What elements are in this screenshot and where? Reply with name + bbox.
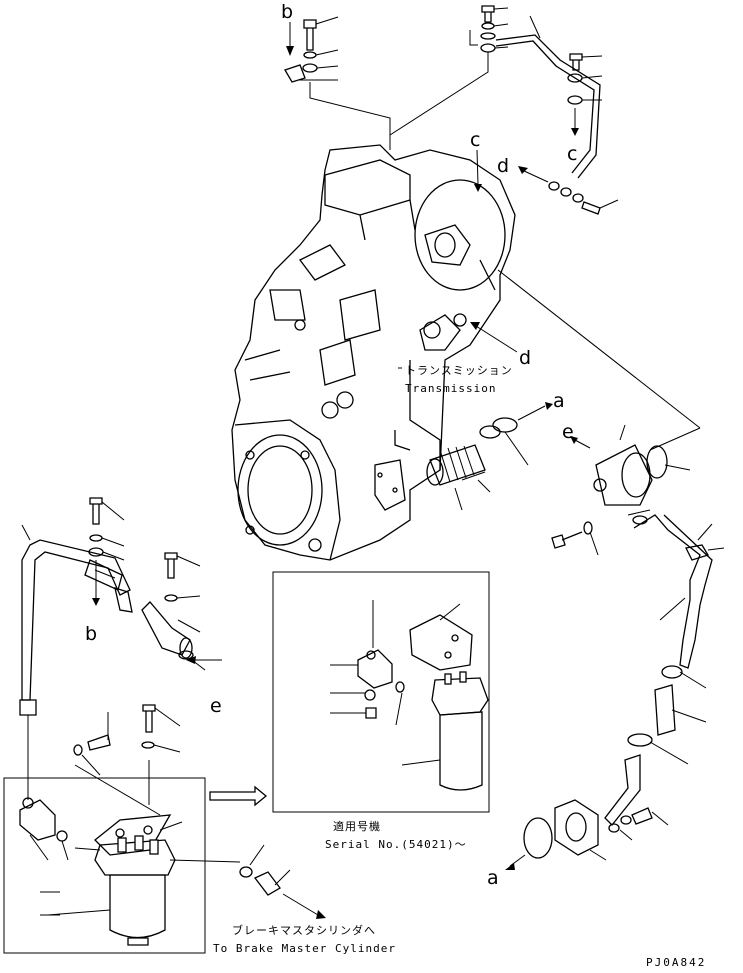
callout-e-pump: e [562,421,574,443]
brake-label-jp: ブレーキマスタシリンダへ [232,923,376,937]
callout-b-left: b [85,623,97,645]
callout-d-top: d [497,155,509,177]
callout-b-top: b [281,1,293,23]
callout-a-bottom: a [487,867,499,889]
callout-a-top: a [553,390,565,412]
callout-d-bottom: d [519,347,531,369]
transmission-label-jp: トランスミッション [405,364,513,377]
callout-c-right: c [567,143,577,165]
brake-label-en: To Brake Master Cylinder [213,942,396,955]
bolt-group-d [518,166,619,215]
filter-detail-box [3,704,326,954]
inset-box [272,571,490,813]
bolt-group-top-left [284,16,391,150]
transmission-housing [231,144,516,561]
inset-applicable-jp: 適用号機 [333,819,381,833]
inset-serial: Serial No.(54021)～ [325,838,467,851]
inset-arrow [209,785,268,807]
pump-assembly [497,269,725,870]
callout-e-left: e [210,695,222,717]
callout-c-mid: c [470,129,480,151]
left-hose-assembly [19,497,222,800]
transmission-label-en: Transmission [405,382,496,395]
bolt-group-top-center [389,5,603,179]
drawing-id: PJ0A842 [646,956,706,969]
strainer-assembly [426,402,553,511]
